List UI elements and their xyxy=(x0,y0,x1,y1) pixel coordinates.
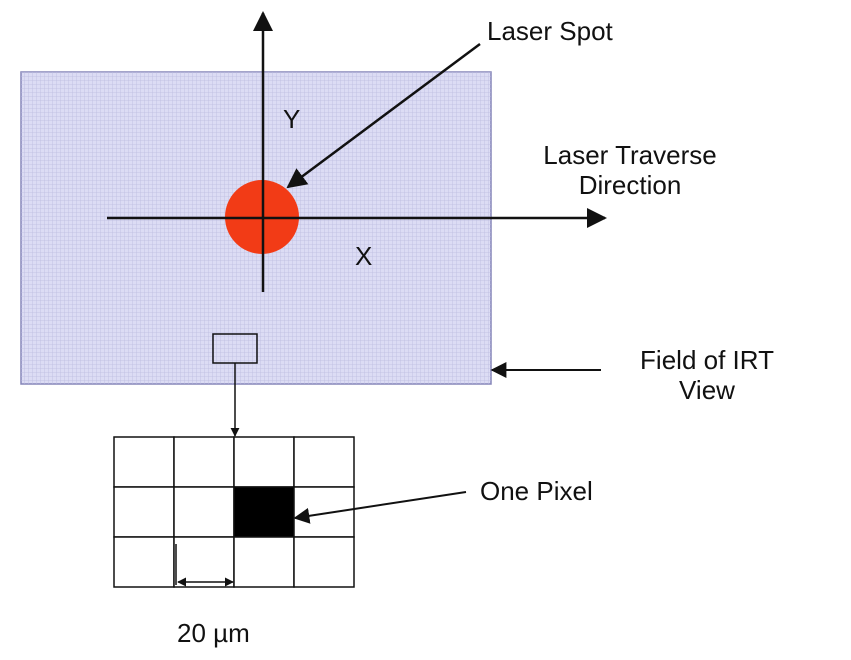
traverse-label-line1: Laser Traverse xyxy=(543,140,717,170)
irt-field-label: Field of IRT View xyxy=(612,345,802,405)
pixel-cell xyxy=(233,436,295,488)
scale-value: 20 xyxy=(177,618,214,648)
pixel-grid xyxy=(113,436,355,588)
pixel-cell xyxy=(113,436,175,488)
pixel-cell xyxy=(233,536,295,588)
one-pixel-pointer-arrow xyxy=(293,491,467,524)
pixel-cell xyxy=(293,536,355,588)
laser-spot-pointer-arrow xyxy=(286,42,481,189)
pixel-cell xyxy=(173,436,235,488)
pixel-cell xyxy=(173,486,235,538)
pixel-cell xyxy=(113,486,175,538)
traverse-direction-label: Laser Traverse Direction xyxy=(525,140,735,200)
pixel-cell xyxy=(293,436,355,488)
pixel-cell xyxy=(113,536,175,588)
irt-label-line1: Field of IRT xyxy=(640,345,774,375)
y-axis-label: Y xyxy=(283,104,301,134)
x-axis-label: X xyxy=(355,241,373,271)
laser-spot-label: Laser Spot xyxy=(487,16,613,46)
scale-unit: µm xyxy=(213,618,250,648)
irt-label-line2: View xyxy=(679,375,735,405)
pixel-cell xyxy=(293,486,355,538)
highlighted-pixel xyxy=(233,486,295,538)
traverse-label-line2: Direction xyxy=(578,170,682,200)
one-pixel-label: One Pixel xyxy=(480,476,593,506)
pixel-cell xyxy=(173,536,235,588)
scale-label: 20 µm xyxy=(177,618,250,648)
